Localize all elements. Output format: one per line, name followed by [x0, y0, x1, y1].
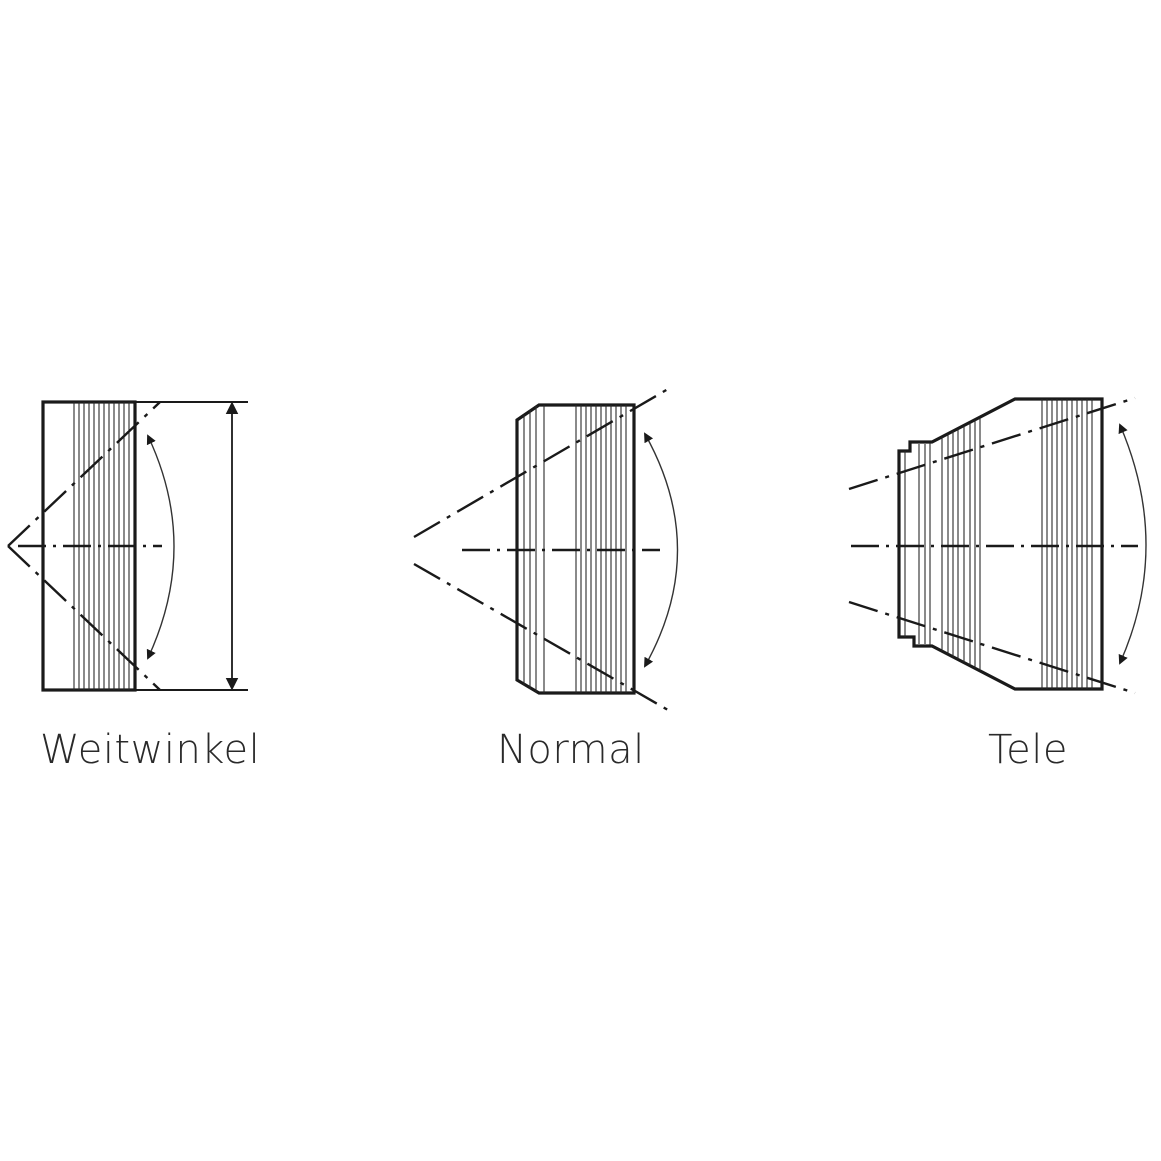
normal-angle-arc-arrow	[644, 432, 679, 668]
wide-angle-lens-drawing	[7, 400, 248, 692]
wide-upper-ray	[7, 401, 161, 547]
tele-angle-arc-arrow	[1118, 423, 1147, 665]
normal-upper-ray	[413, 387, 669, 539]
tele-lens-hatching	[904, 399, 1093, 689]
tele-lens-drawing	[848, 396, 1147, 695]
wide-angle-arc-arrow	[146, 434, 175, 660]
tele-label: Tele	[988, 727, 1068, 773]
normal-label: Normal	[497, 727, 645, 773]
normal-lens-drawing	[413, 387, 679, 712]
normal-lens-body	[515, 403, 636, 695]
tele-lens-body	[897, 397, 1104, 691]
tele-lower-ray	[848, 600, 1136, 695]
normal-lower-ray	[413, 562, 669, 712]
wide-lower-ray	[7, 545, 161, 691]
wide-angle-label: Weitwinkel	[40, 727, 261, 773]
tele-upper-ray	[848, 396, 1136, 491]
